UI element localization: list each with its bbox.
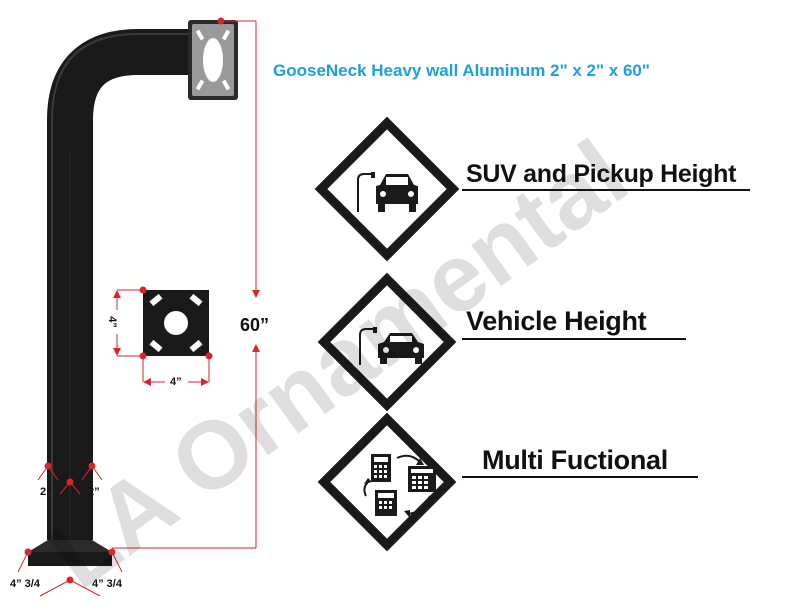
feature-label-vehicle: Vehicle Height [466,306,647,336]
height-dimension [112,20,260,549]
plate-width-label: 4” [170,376,182,388]
feature-underline-suv [462,189,750,191]
feature-label-multi: Multi Fuctional [482,445,668,475]
car-icon [359,327,424,365]
keypads-cycle-icon [363,454,436,518]
post-right-width-label: 2” [88,486,100,498]
plate-height-label: 4” [105,316,118,328]
feature-underline-vehicle [462,338,686,340]
base-plate [28,540,112,566]
suv-icon [357,172,418,212]
base-right-width-label: 4” 3/4 [92,578,122,590]
feature-label-suv: SUV and Pickup Height [466,160,737,188]
top-mount-plate [188,17,238,100]
base-dimensions [17,548,123,597]
page-title: GooseNeck Heavy wall Aluminum 2" x 2" x … [273,61,650,80]
plate-detail [113,286,213,386]
post-left-width-label: 2” [40,486,52,498]
feature-underline-multi [462,476,698,478]
base-left-width-label: 4” 3/4 [10,578,40,590]
height-dimension-label: 60” [240,315,270,335]
gooseneck-post [47,29,190,540]
post-width-dimensions [37,462,103,495]
